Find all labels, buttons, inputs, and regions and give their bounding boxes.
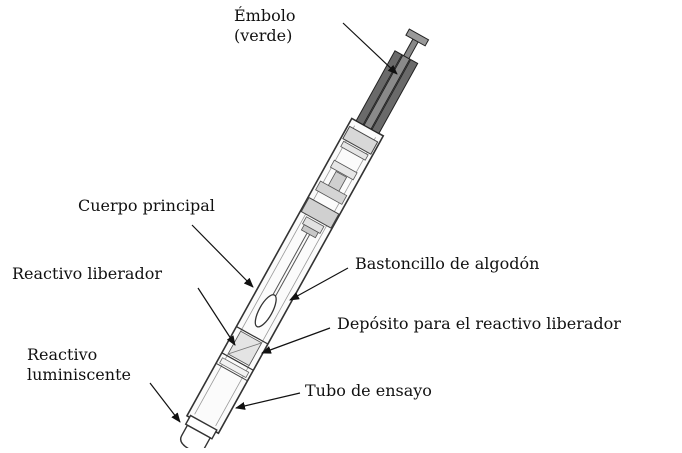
label-releasing-reagent: Reactivo liberador [12, 264, 162, 283]
leader-plunger [342, 22, 398, 75]
swab-shape [254, 232, 311, 328]
leader-luminescent [149, 382, 181, 423]
label-plunger-line1: Émbolo [234, 6, 296, 25]
label-reservoir: Depósito para el reactivo liberador [337, 314, 621, 333]
leader-test-tube [235, 392, 301, 410]
plunger-shape [355, 28, 430, 135]
label-luminescent-line1: Reactivo [27, 345, 98, 364]
inner-mechanism [300, 125, 379, 239]
leader-lines [149, 22, 398, 423]
label-test-tube: Tubo de ensayo [305, 381, 432, 400]
leader-swab [289, 267, 349, 301]
label-main-body: Cuerpo principal [78, 196, 215, 215]
label-luminescent-line2: luminiscente [27, 365, 131, 384]
label-plunger-line2: (verde) [234, 26, 293, 45]
device [179, 28, 430, 453]
leader-main-body [191, 224, 254, 288]
leader-releasing-reagent [197, 287, 236, 346]
leader-reservoir [261, 327, 331, 354]
label-swab: Bastoncillo de algodón [355, 254, 540, 273]
